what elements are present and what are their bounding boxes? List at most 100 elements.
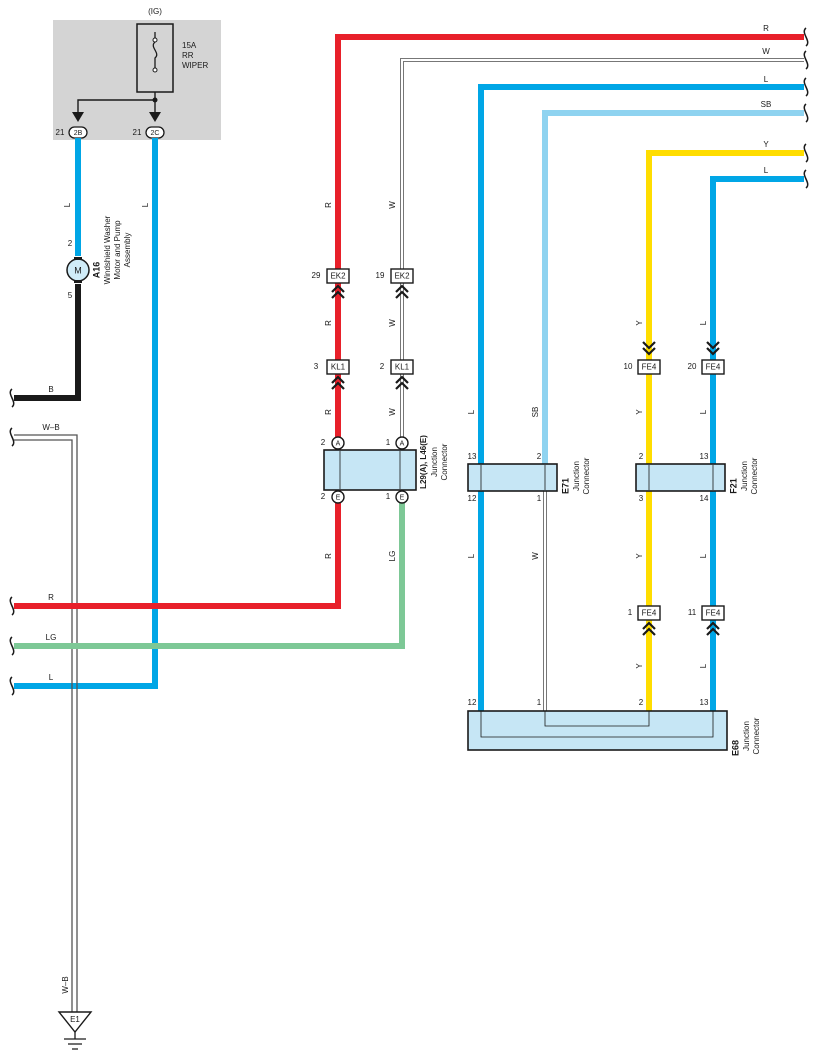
break-right-l1 <box>803 77 809 97</box>
break-right-l2 <box>803 169 809 189</box>
pin-29-label: 29 <box>312 271 321 280</box>
ek2-b-label: EK2 <box>394 272 410 281</box>
f21-p14-label: 14 <box>700 494 709 503</box>
a16-code-label: A16 <box>91 262 101 279</box>
chevron-up-kl1-w-icon <box>395 375 409 390</box>
wLG-label: LG <box>388 551 397 562</box>
pin-11-label: 11 <box>688 608 697 617</box>
fuse-terminal-top <box>152 37 158 43</box>
wire-w-main-outline <box>400 58 804 497</box>
pin-2-kl-label: 2 <box>380 362 385 371</box>
pin-10-label: 10 <box>624 362 633 371</box>
pin-a-w <box>395 436 409 450</box>
motor-brush-bottom <box>74 280 82 283</box>
circ-E2-label: E <box>400 494 405 501</box>
fe4-b-label: FE4 <box>706 363 721 372</box>
wL-1-label: L <box>467 409 476 414</box>
e71-name-2-label: Connector <box>582 457 591 494</box>
fuse-name-2-label: WIPER <box>182 61 208 70</box>
a16-name-3-label: Assembly <box>123 233 132 268</box>
right-W-label: W <box>762 47 770 56</box>
pin-2-a-label: 2 <box>321 438 326 447</box>
wW-2-label: W <box>388 319 397 327</box>
e71-code-label: E71 <box>560 478 570 494</box>
wire-l-2c <box>14 138 158 689</box>
wire-l-e71 <box>478 84 804 711</box>
pin-e-r <box>331 490 345 504</box>
e71-p1-label: 1 <box>537 494 542 503</box>
junction-l29-internal <box>339 451 401 489</box>
wL-6-label: L <box>699 663 708 668</box>
break-r <box>9 596 15 616</box>
e68-p13-label: 13 <box>700 698 709 707</box>
l29-name-2-label: Connector <box>440 443 449 480</box>
chevron-down-fe4-l-icon <box>706 341 720 356</box>
junction-f21-internal <box>648 465 714 490</box>
pin-2-e-label: 2 <box>321 492 326 501</box>
break-right-w <box>803 50 809 70</box>
e71-name-1-label: Junction <box>572 461 581 491</box>
f21-p2-label: 2 <box>639 452 644 461</box>
motor-pin-2-label: 2 <box>68 239 73 248</box>
connector-kl1-r <box>326 359 350 375</box>
pin-1-fe-label: 1 <box>628 608 633 617</box>
wL-2-label: L <box>467 553 476 558</box>
e68-p2-label: 2 <box>639 698 644 707</box>
wY-4-label: Y <box>635 663 644 669</box>
pin-3-label: 3 <box>314 362 319 371</box>
connector-ek2-w <box>390 268 414 284</box>
e68-p12-label: 12 <box>468 698 477 707</box>
a16-name-1-label: Windshield Washer <box>103 215 112 284</box>
wY-2-label: Y <box>635 409 644 415</box>
wR-4-label: R <box>324 553 333 559</box>
circ-E1-label: E <box>336 494 341 501</box>
break-lg <box>9 636 15 656</box>
connector-kl1-w <box>390 359 414 375</box>
e71-p2-label: 2 <box>537 452 542 461</box>
pin-21-b-label: 21 <box>133 128 142 137</box>
kl1-a-label: KL1 <box>331 363 346 372</box>
l29-code-label: L29(A), L46(E) <box>419 435 428 489</box>
e71-p13-label: 13 <box>468 452 477 461</box>
connector-ek2-r <box>326 268 350 284</box>
wire-r-main <box>14 34 804 609</box>
fuse-amp-label: 15A <box>182 41 197 50</box>
break-l <box>9 676 15 696</box>
break-right-r <box>803 27 809 47</box>
conn-2C-label: 2C <box>151 130 160 137</box>
e71-p12-label: 12 <box>468 494 477 503</box>
chevron-up-ek2-w-icon <box>395 284 409 299</box>
junction-e68-internal <box>480 711 714 738</box>
fe4-a-label: FE4 <box>642 363 657 372</box>
wY-3-label: Y <box>635 553 644 559</box>
wire-sb-e71 <box>542 110 804 466</box>
ground-code-label: E1 <box>70 1015 80 1024</box>
f21-p13-label: 13 <box>700 452 709 461</box>
wR-1-label: R <box>324 202 333 208</box>
wire-L-2c-label: L <box>141 202 150 207</box>
break-right-y <box>803 143 809 163</box>
conn-2B-label: 2B <box>74 130 83 137</box>
wL-4-label: L <box>699 409 708 414</box>
pin-e-lg <box>395 490 409 504</box>
wR-2-label: R <box>324 320 333 326</box>
fe4-d-label: FE4 <box>706 609 721 618</box>
wire-l-f21 <box>710 176 804 711</box>
arrow-2c-icon <box>149 112 161 122</box>
right-Y-label: Y <box>763 140 769 149</box>
wW-4-label: W <box>531 552 540 560</box>
f21-name-2-label: Connector <box>750 457 759 494</box>
fe4-c-label: FE4 <box>642 609 657 618</box>
wire-w-main <box>401 59 804 497</box>
chevron-up-fe4-l-icon <box>706 621 720 636</box>
circ-A2-label: A <box>400 440 405 447</box>
e68-p1-label: 1 <box>537 698 542 707</box>
junction-f21 <box>635 463 726 492</box>
left-R-label: R <box>48 593 54 602</box>
junction-l29-l46 <box>323 449 417 491</box>
pin-1-a-label: 1 <box>386 438 391 447</box>
left-L-label: L <box>49 673 54 682</box>
pin-20-label: 20 <box>688 362 697 371</box>
connector-fe4-y-bottom <box>637 605 661 621</box>
junction-e71 <box>467 463 558 492</box>
